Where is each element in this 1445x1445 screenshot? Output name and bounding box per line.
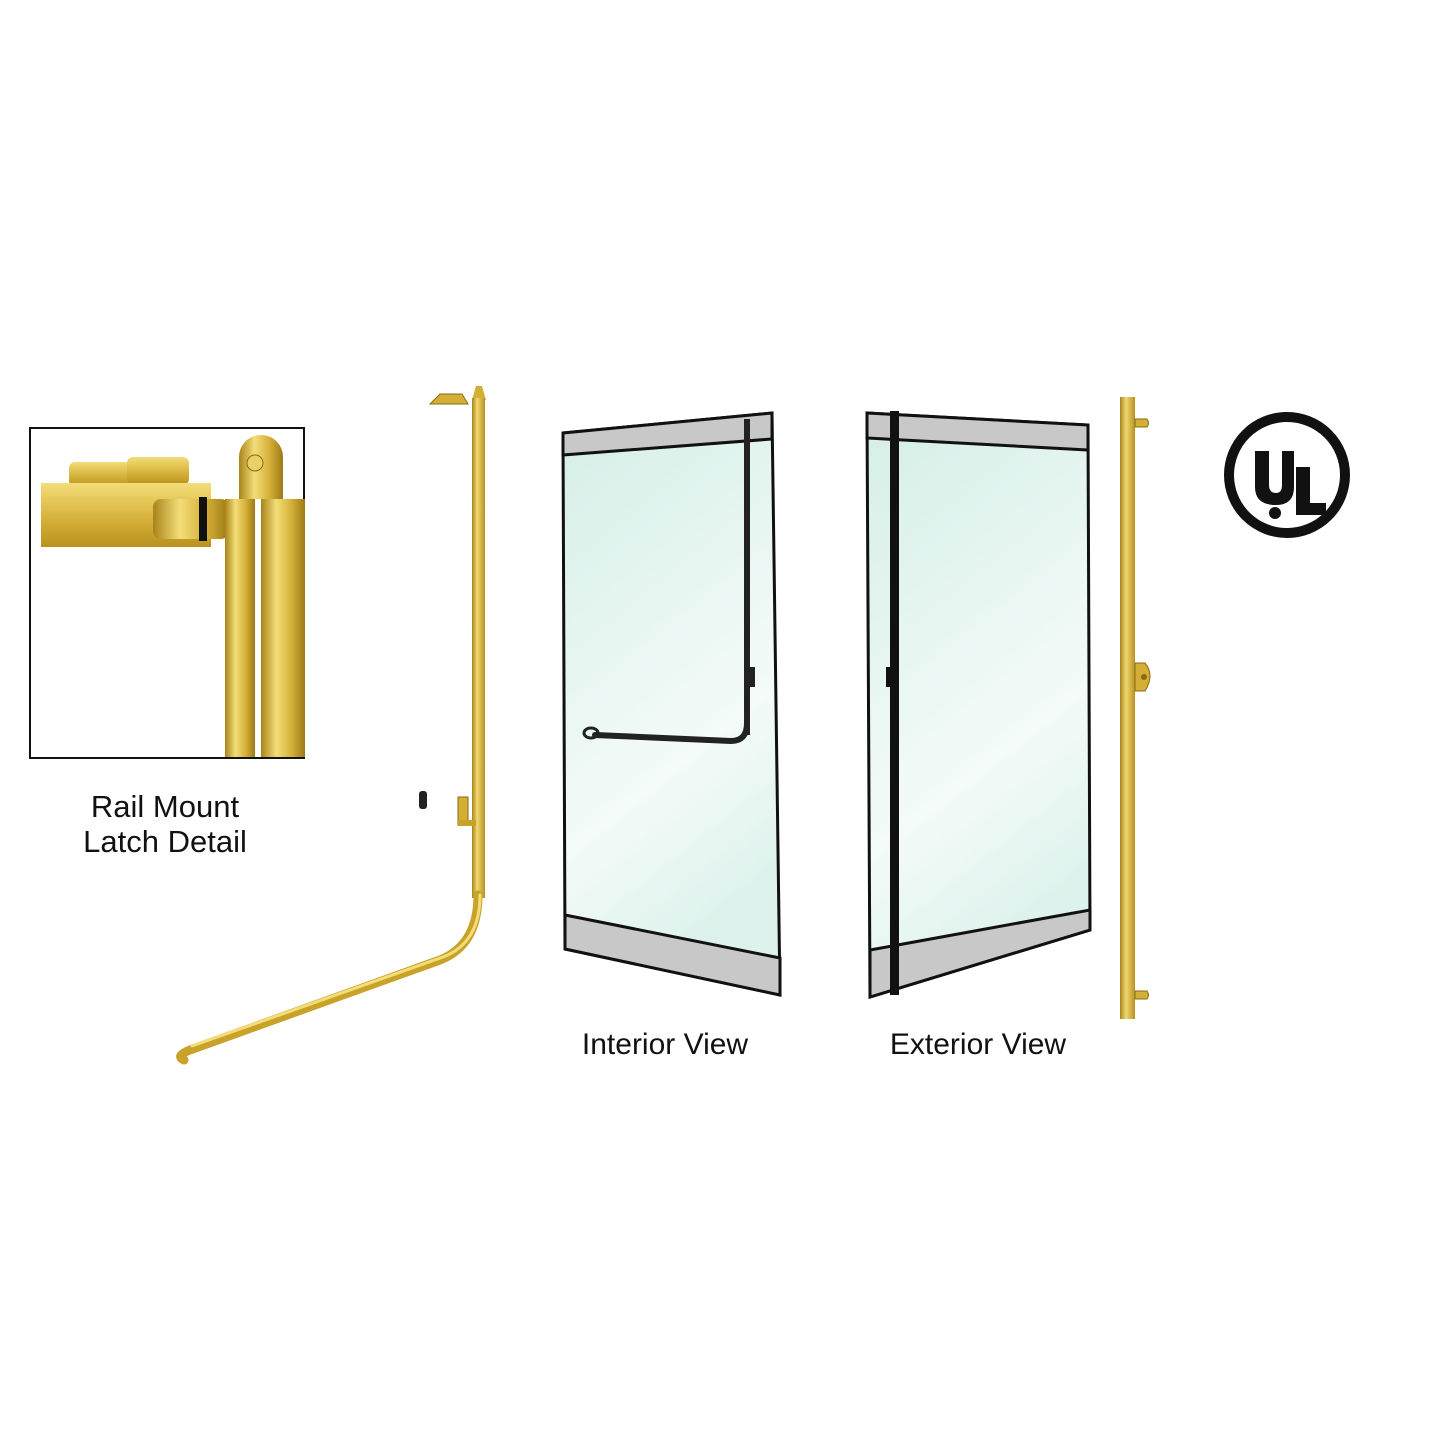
ul-certification-icon	[1224, 412, 1350, 538]
ul-logo	[1222, 411, 1352, 539]
interior-view-label: Interior View	[581, 1028, 749, 1061]
latch-detail-illustration	[41, 435, 305, 757]
exterior-view-door	[865, 411, 1092, 1000]
latch-detail-inset	[29, 427, 305, 759]
exterior-view-label: Exterior View	[889, 1028, 1067, 1061]
latch-detail-caption-line2: Latch Detail	[83, 824, 247, 859]
exterior-pull-rod	[1120, 397, 1151, 1019]
interior-view-door	[561, 411, 782, 997]
latch-detail-caption-line1: Rail Mount	[90, 789, 240, 824]
